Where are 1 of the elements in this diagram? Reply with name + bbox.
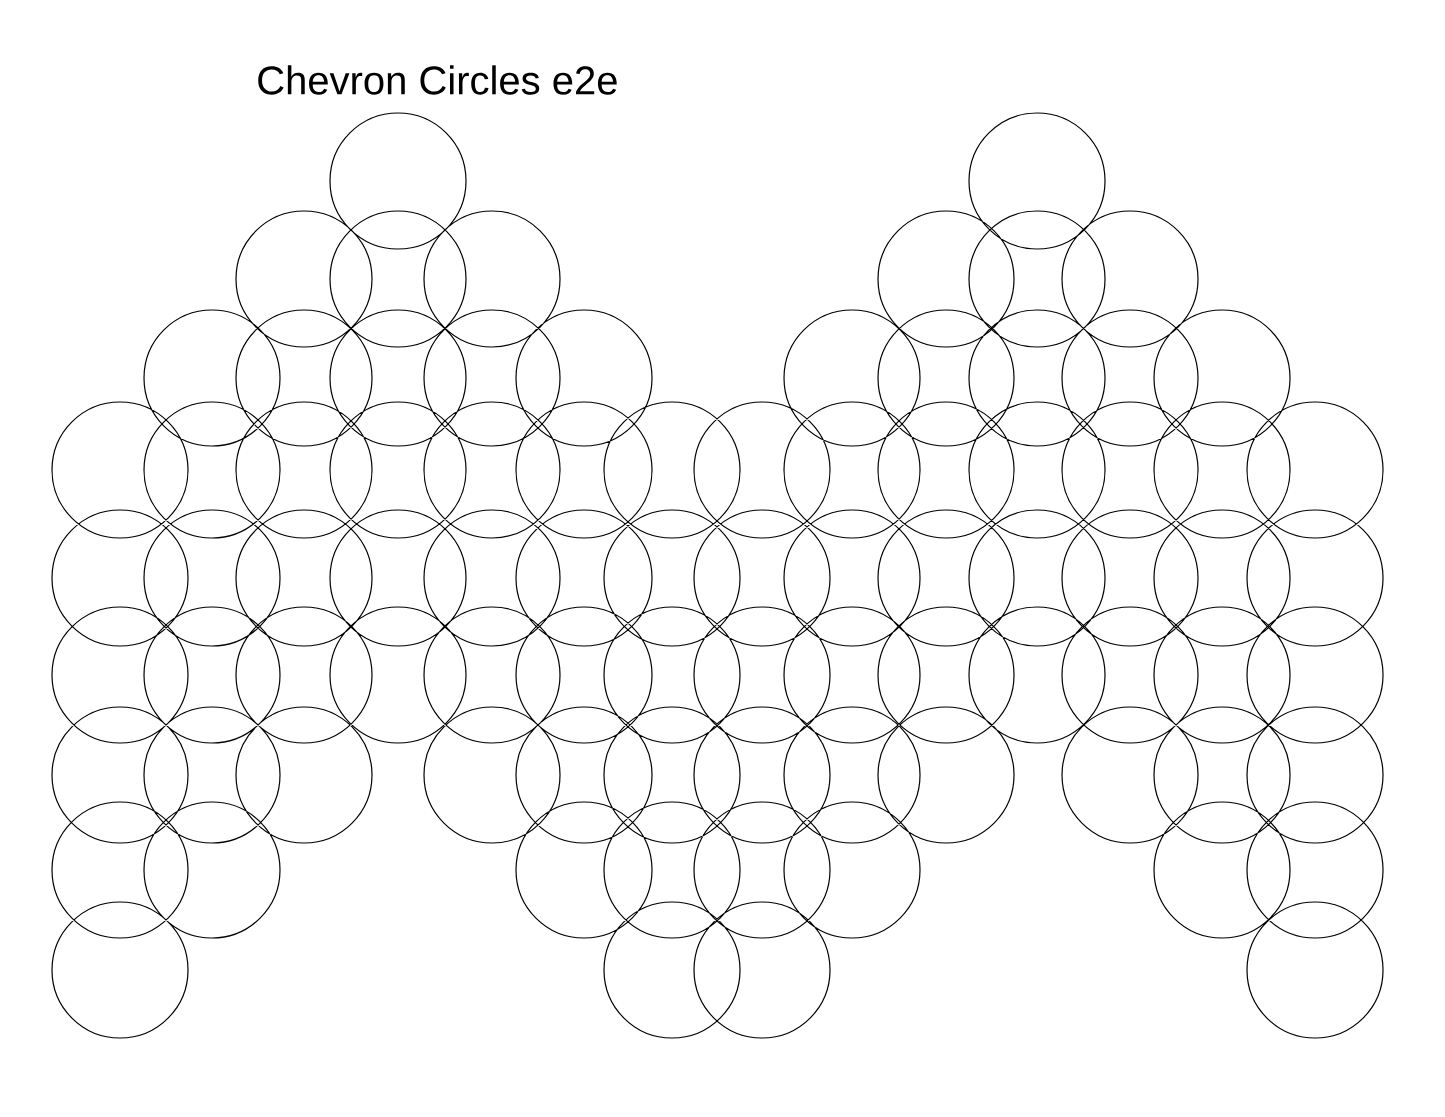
title: Chevron Circles e2e	[258, 65, 617, 95]
